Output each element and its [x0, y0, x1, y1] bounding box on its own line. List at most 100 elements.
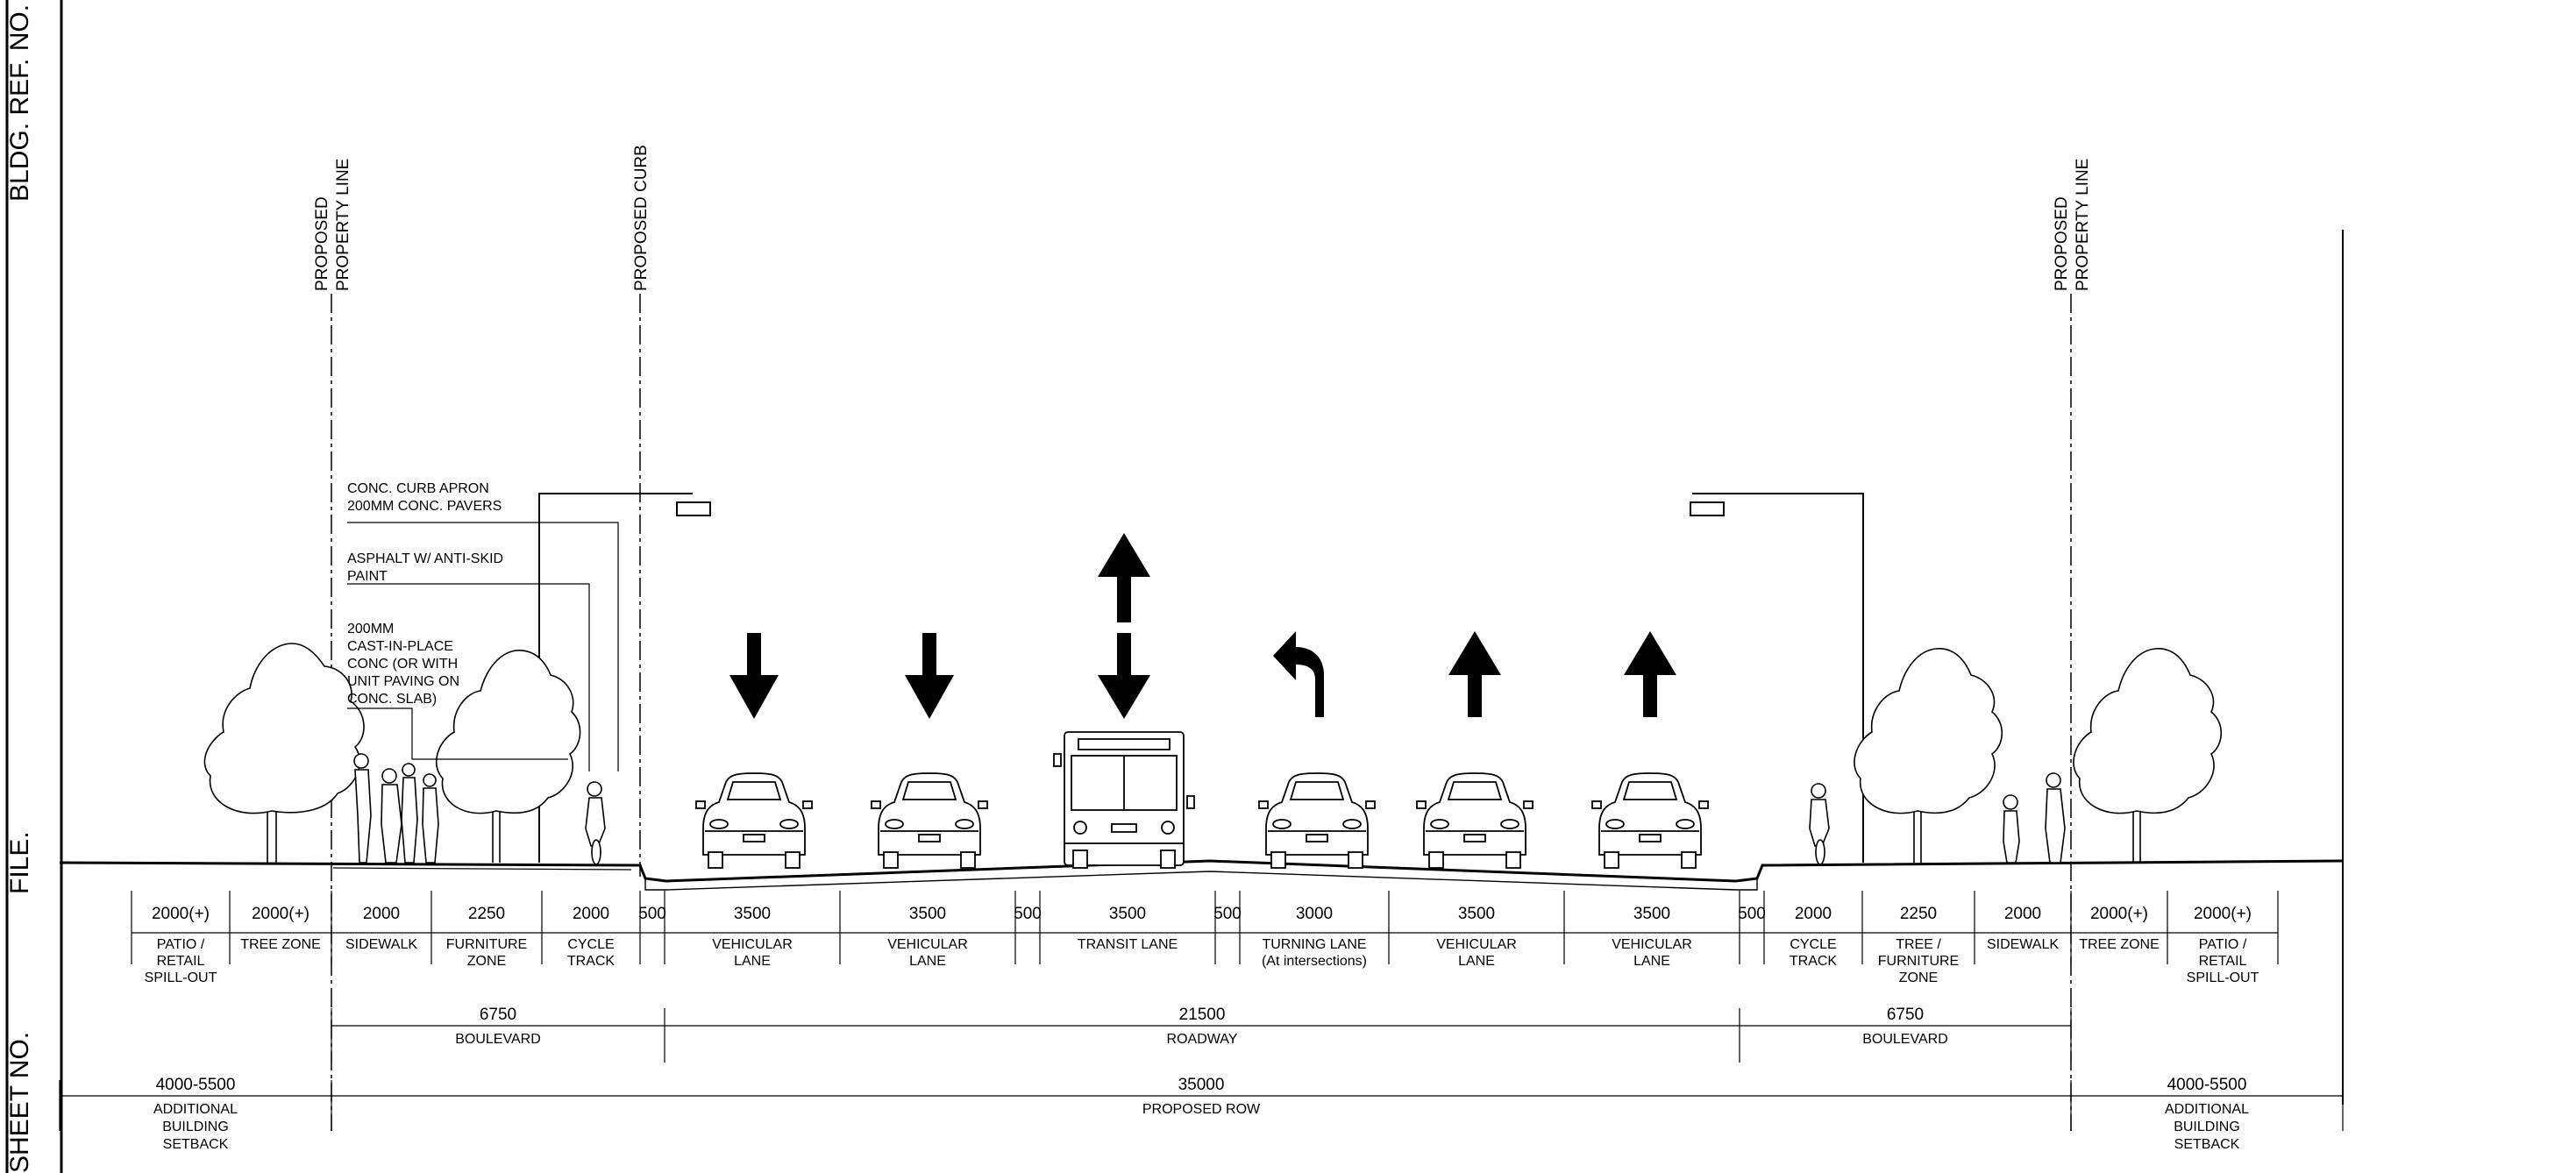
note-curb-apron-1: CONC. CURB APRON	[347, 481, 489, 496]
note-slab-2: CAST-IN-PLACE	[347, 639, 453, 654]
group-dimension-value: 6750	[1887, 1006, 1924, 1024]
zone-dimension-value: 2000	[363, 905, 400, 923]
zone-label: PATIO /	[157, 937, 205, 952]
note-curb-apron-2: 200MM CONC. PAVERS	[347, 499, 502, 514]
zone-dimension-value: 2000(+)	[2090, 905, 2148, 923]
zone-label: VEHICULAR	[1612, 937, 1692, 952]
tree-right-outer	[2073, 648, 2223, 863]
zone-label: ZONE	[467, 954, 506, 969]
zone-label: TRACK	[1790, 954, 1838, 969]
ground-profile	[59, 859, 2344, 891]
zone-label: PATIO /	[2199, 937, 2247, 952]
zone-dimension-value: 2000	[2004, 905, 2041, 923]
title-block-frame: BLDG. REF. NO. FILE. SHEET NO.	[5, 0, 63, 1173]
zone-dimension-value: 2000	[573, 905, 609, 923]
zone-label: SIDEWALK	[1987, 937, 2059, 952]
arrow-down-lane-2	[905, 633, 954, 719]
note-slab-3: CONC (OR WITH	[347, 657, 458, 672]
overall-dimension-value: 4000-5500	[2167, 1076, 2247, 1094]
overall-label: BUILDING	[2174, 1120, 2240, 1134]
arrow-up-lane-3	[1448, 631, 1501, 717]
group-dimension-value: 6750	[480, 1006, 516, 1024]
zone-label: FURNITURE	[1878, 954, 1959, 969]
zone-dimension-value: 2000(+)	[2194, 905, 2252, 923]
zone-label: LANE	[909, 954, 946, 969]
zone-dimension-value: 2000(+)	[252, 905, 310, 923]
zone-label: VEHICULAR	[712, 937, 793, 952]
zone-label: CYCLE	[567, 937, 614, 952]
zone-label: LANE	[734, 954, 771, 969]
overall-dimension-value: 4000-5500	[156, 1076, 236, 1094]
reference-lines: PROPOSED PROPERTY LINE PROPOSED CURB PRO…	[313, 145, 2344, 1131]
file-label: FILE.	[5, 831, 34, 894]
zone-label: SIDEWALK	[345, 937, 417, 952]
construction-notes: CONC. CURB APRON 200MM CONC. PAVERS ASPH…	[347, 481, 619, 771]
note-asphalt-2: PAINT	[347, 569, 388, 584]
tree-left-inner	[435, 650, 581, 863]
zone-dimension-value: 500	[1014, 905, 1042, 923]
note-asphalt-1: ASPHALT W/ ANTI-SKID	[347, 551, 503, 566]
group-label: ROADWAY	[1167, 1032, 1238, 1047]
zone-label: FURNITURE	[446, 937, 527, 952]
zone-dimension-value: 500	[1738, 905, 1766, 923]
zone-label: TREE ZONE	[240, 937, 321, 952]
zone-dimension-value: 500	[1213, 905, 1242, 923]
overall-dimension-value: 35000	[1178, 1076, 1225, 1094]
street-light-left	[538, 493, 711, 863]
car	[1591, 772, 1709, 869]
note-slab-1: 200MM	[347, 622, 394, 636]
zone-dimension-value: 500	[638, 905, 666, 923]
lane-arrows	[729, 533, 1676, 719]
zone-label: (At intersections)	[1262, 954, 1367, 969]
overall-label: ADDITIONAL	[2165, 1102, 2249, 1117]
zone-label: CYCLE	[1790, 937, 1836, 952]
zone-label: VEHICULAR	[887, 937, 968, 952]
property-line-left-label-1: PROPOSED	[313, 196, 331, 291]
overall-label: SETBACK	[163, 1137, 229, 1152]
sheet-no-label: SHEET NO.	[5, 1032, 34, 1173]
overall-label: ADDITIONAL	[153, 1102, 238, 1117]
arrow-down-lane-1	[729, 633, 779, 719]
pedestrians-left	[353, 753, 439, 864]
tree-right-inner	[1854, 648, 2003, 863]
zone-label: TRACK	[567, 954, 616, 969]
curb-line-label: PROPOSED CURB	[632, 145, 651, 291]
property-line-left-label-2: PROPERTY LINE	[334, 159, 352, 291]
street-light-right	[1690, 493, 1864, 863]
note-slab-5: CONC. SLAB)	[347, 692, 437, 707]
car	[871, 772, 988, 869]
note-slab-4: UNIT PAVING ON	[347, 674, 459, 689]
car	[1258, 772, 1376, 869]
car	[695, 772, 813, 869]
zone-dimension-value: 3500	[734, 905, 771, 923]
cyclist-right	[1809, 783, 1830, 865]
zone-dimension-value: 2000	[1795, 905, 1832, 923]
overall-label: SETBACK	[2174, 1137, 2240, 1152]
overall-label: PROPOSED ROW	[1142, 1102, 1261, 1117]
vehicles	[695, 772, 1709, 869]
zone-label: RETAIL	[157, 954, 205, 969]
zone-label: RETAIL	[2199, 954, 2247, 969]
zone-label: TREE ZONE	[2079, 937, 2160, 952]
zone-label: VEHICULAR	[1436, 937, 1517, 952]
arrow-up-lane-4	[1624, 631, 1676, 717]
group-label: BOULEVARD	[455, 1032, 541, 1047]
zone-label: ZONE	[1899, 970, 1938, 985]
property-line-right-label-1: PROPOSED	[2053, 196, 2071, 291]
zone-label: TRANSIT LANE	[1078, 937, 1178, 952]
zone-label: SPILL-OUT	[145, 970, 217, 985]
zone-dimension-value: 3500	[1458, 905, 1495, 923]
bldg-ref-label: BLDG. REF. NO.	[5, 4, 34, 202]
zone-dimension-value: 3000	[1296, 905, 1333, 923]
zone-label: SPILL-OUT	[2187, 970, 2259, 985]
tree-left-outer	[203, 643, 365, 863]
arrow-left-turn	[1273, 631, 1324, 717]
zone-label: LANE	[1458, 954, 1495, 969]
car	[1416, 772, 1534, 869]
pedestrians-right	[2003, 772, 2066, 864]
arrow-down-transit	[1098, 633, 1150, 719]
zone-label: LANE	[1633, 954, 1670, 969]
cyclist-left	[585, 781, 606, 865]
